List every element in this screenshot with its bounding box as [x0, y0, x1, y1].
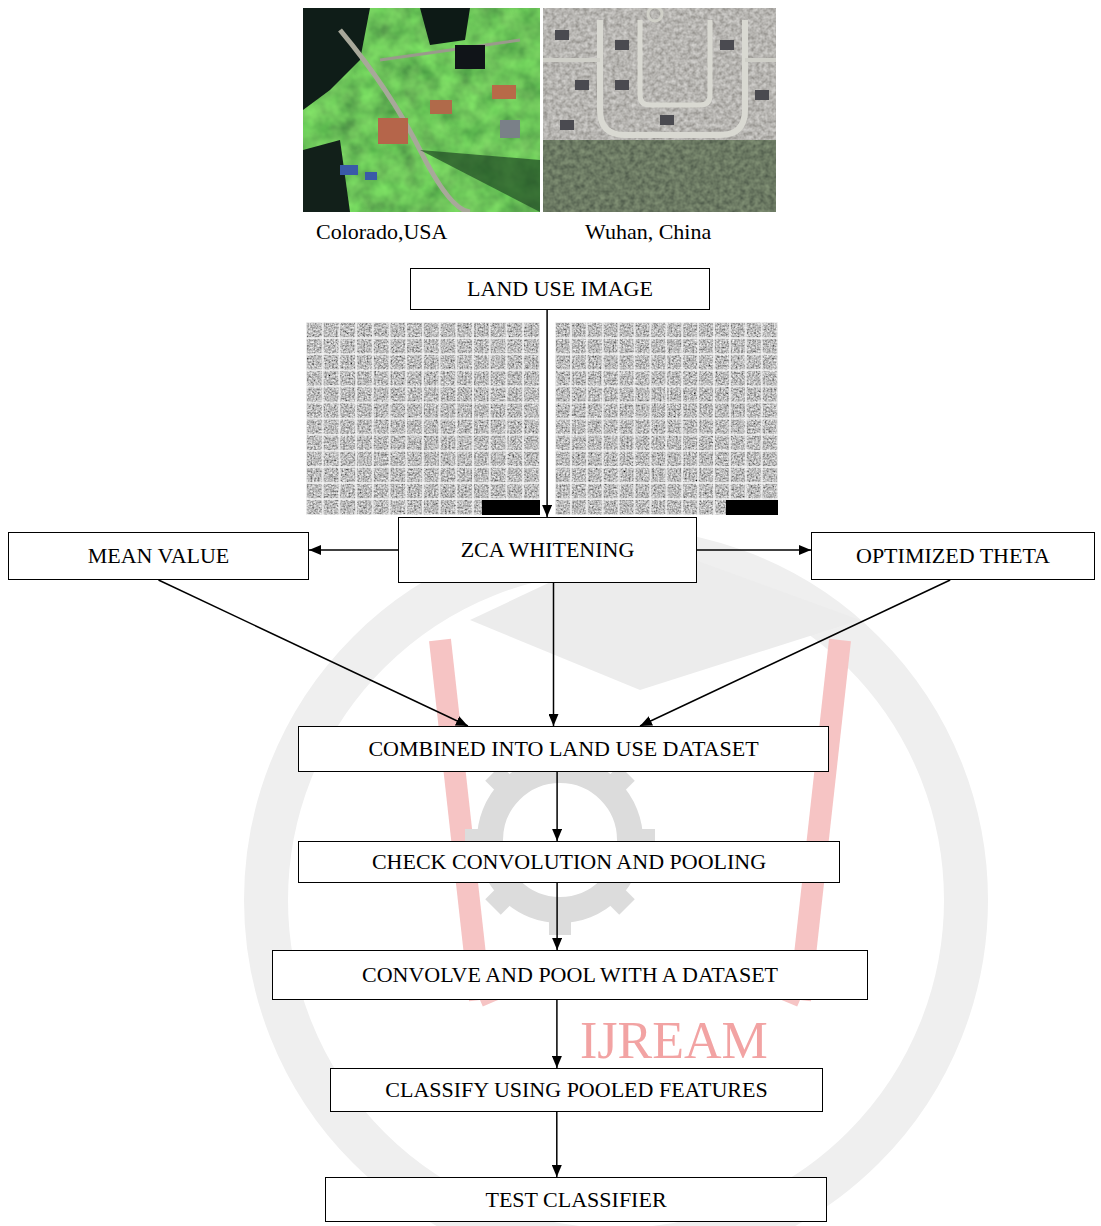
process-box: LAND USE IMAGE: [410, 268, 710, 310]
box-label: MEAN VALUE: [88, 543, 230, 568]
aerial-photo: [543, 8, 776, 212]
watermark-bar: [440, 640, 480, 1000]
process-box: ZCA WHITENING: [398, 517, 697, 583]
process-box: CLASSIFY USING POOLED FEATURES: [330, 1068, 823, 1112]
flow-arrow: [556, 772, 558, 841]
box-label: CLASSIFY USING POOLED FEATURES: [385, 1077, 767, 1102]
watermark-text: IJREAM: [580, 1012, 768, 1069]
box-label: ZCA WHITENING: [461, 537, 635, 562]
filter-grid: [555, 322, 778, 515]
flow-arrow: [556, 1000, 558, 1068]
process-box: OPTIMIZED THETA: [811, 532, 1095, 580]
watermark-bar: [800, 640, 840, 1000]
flow-arrow: [159, 580, 468, 726]
flow-arrow: [553, 583, 555, 726]
process-box: COMBINED INTO LAND USE DATASET: [298, 726, 829, 772]
flow-arrow: [556, 1112, 558, 1177]
aerial-photo: [303, 8, 540, 212]
flow-arrow: [697, 549, 811, 551]
box-label: TEST CLASSIFIER: [485, 1187, 666, 1212]
box-label: CHECK CONVOLUTION AND POOLING: [372, 849, 766, 874]
flow-arrow: [640, 580, 950, 726]
watermark-gear-teeth: [465, 745, 655, 935]
box-label: LAND USE IMAGE: [467, 276, 653, 301]
process-box: CONVOLVE AND POOL WITH A DATASET: [272, 950, 868, 1000]
filter-grid: [306, 322, 540, 515]
flow-arrow: [546, 310, 548, 517]
photo-caption: Colorado,USA: [316, 220, 447, 244]
process-box: TEST CLASSIFIER: [325, 1177, 827, 1222]
process-box: CHECK CONVOLUTION AND POOLING: [298, 841, 840, 883]
process-box: MEAN VALUE: [8, 532, 309, 580]
photo-caption: Wuhan, China: [585, 220, 711, 244]
box-label: CONVOLVE AND POOL WITH A DATASET: [362, 962, 778, 987]
box-label: COMBINED INTO LAND USE DATASET: [368, 736, 758, 761]
flow-arrow: [556, 883, 558, 950]
flow-arrow: [309, 549, 398, 551]
watermark-gear: [490, 770, 630, 910]
box-label: OPTIMIZED THETA: [856, 543, 1050, 568]
